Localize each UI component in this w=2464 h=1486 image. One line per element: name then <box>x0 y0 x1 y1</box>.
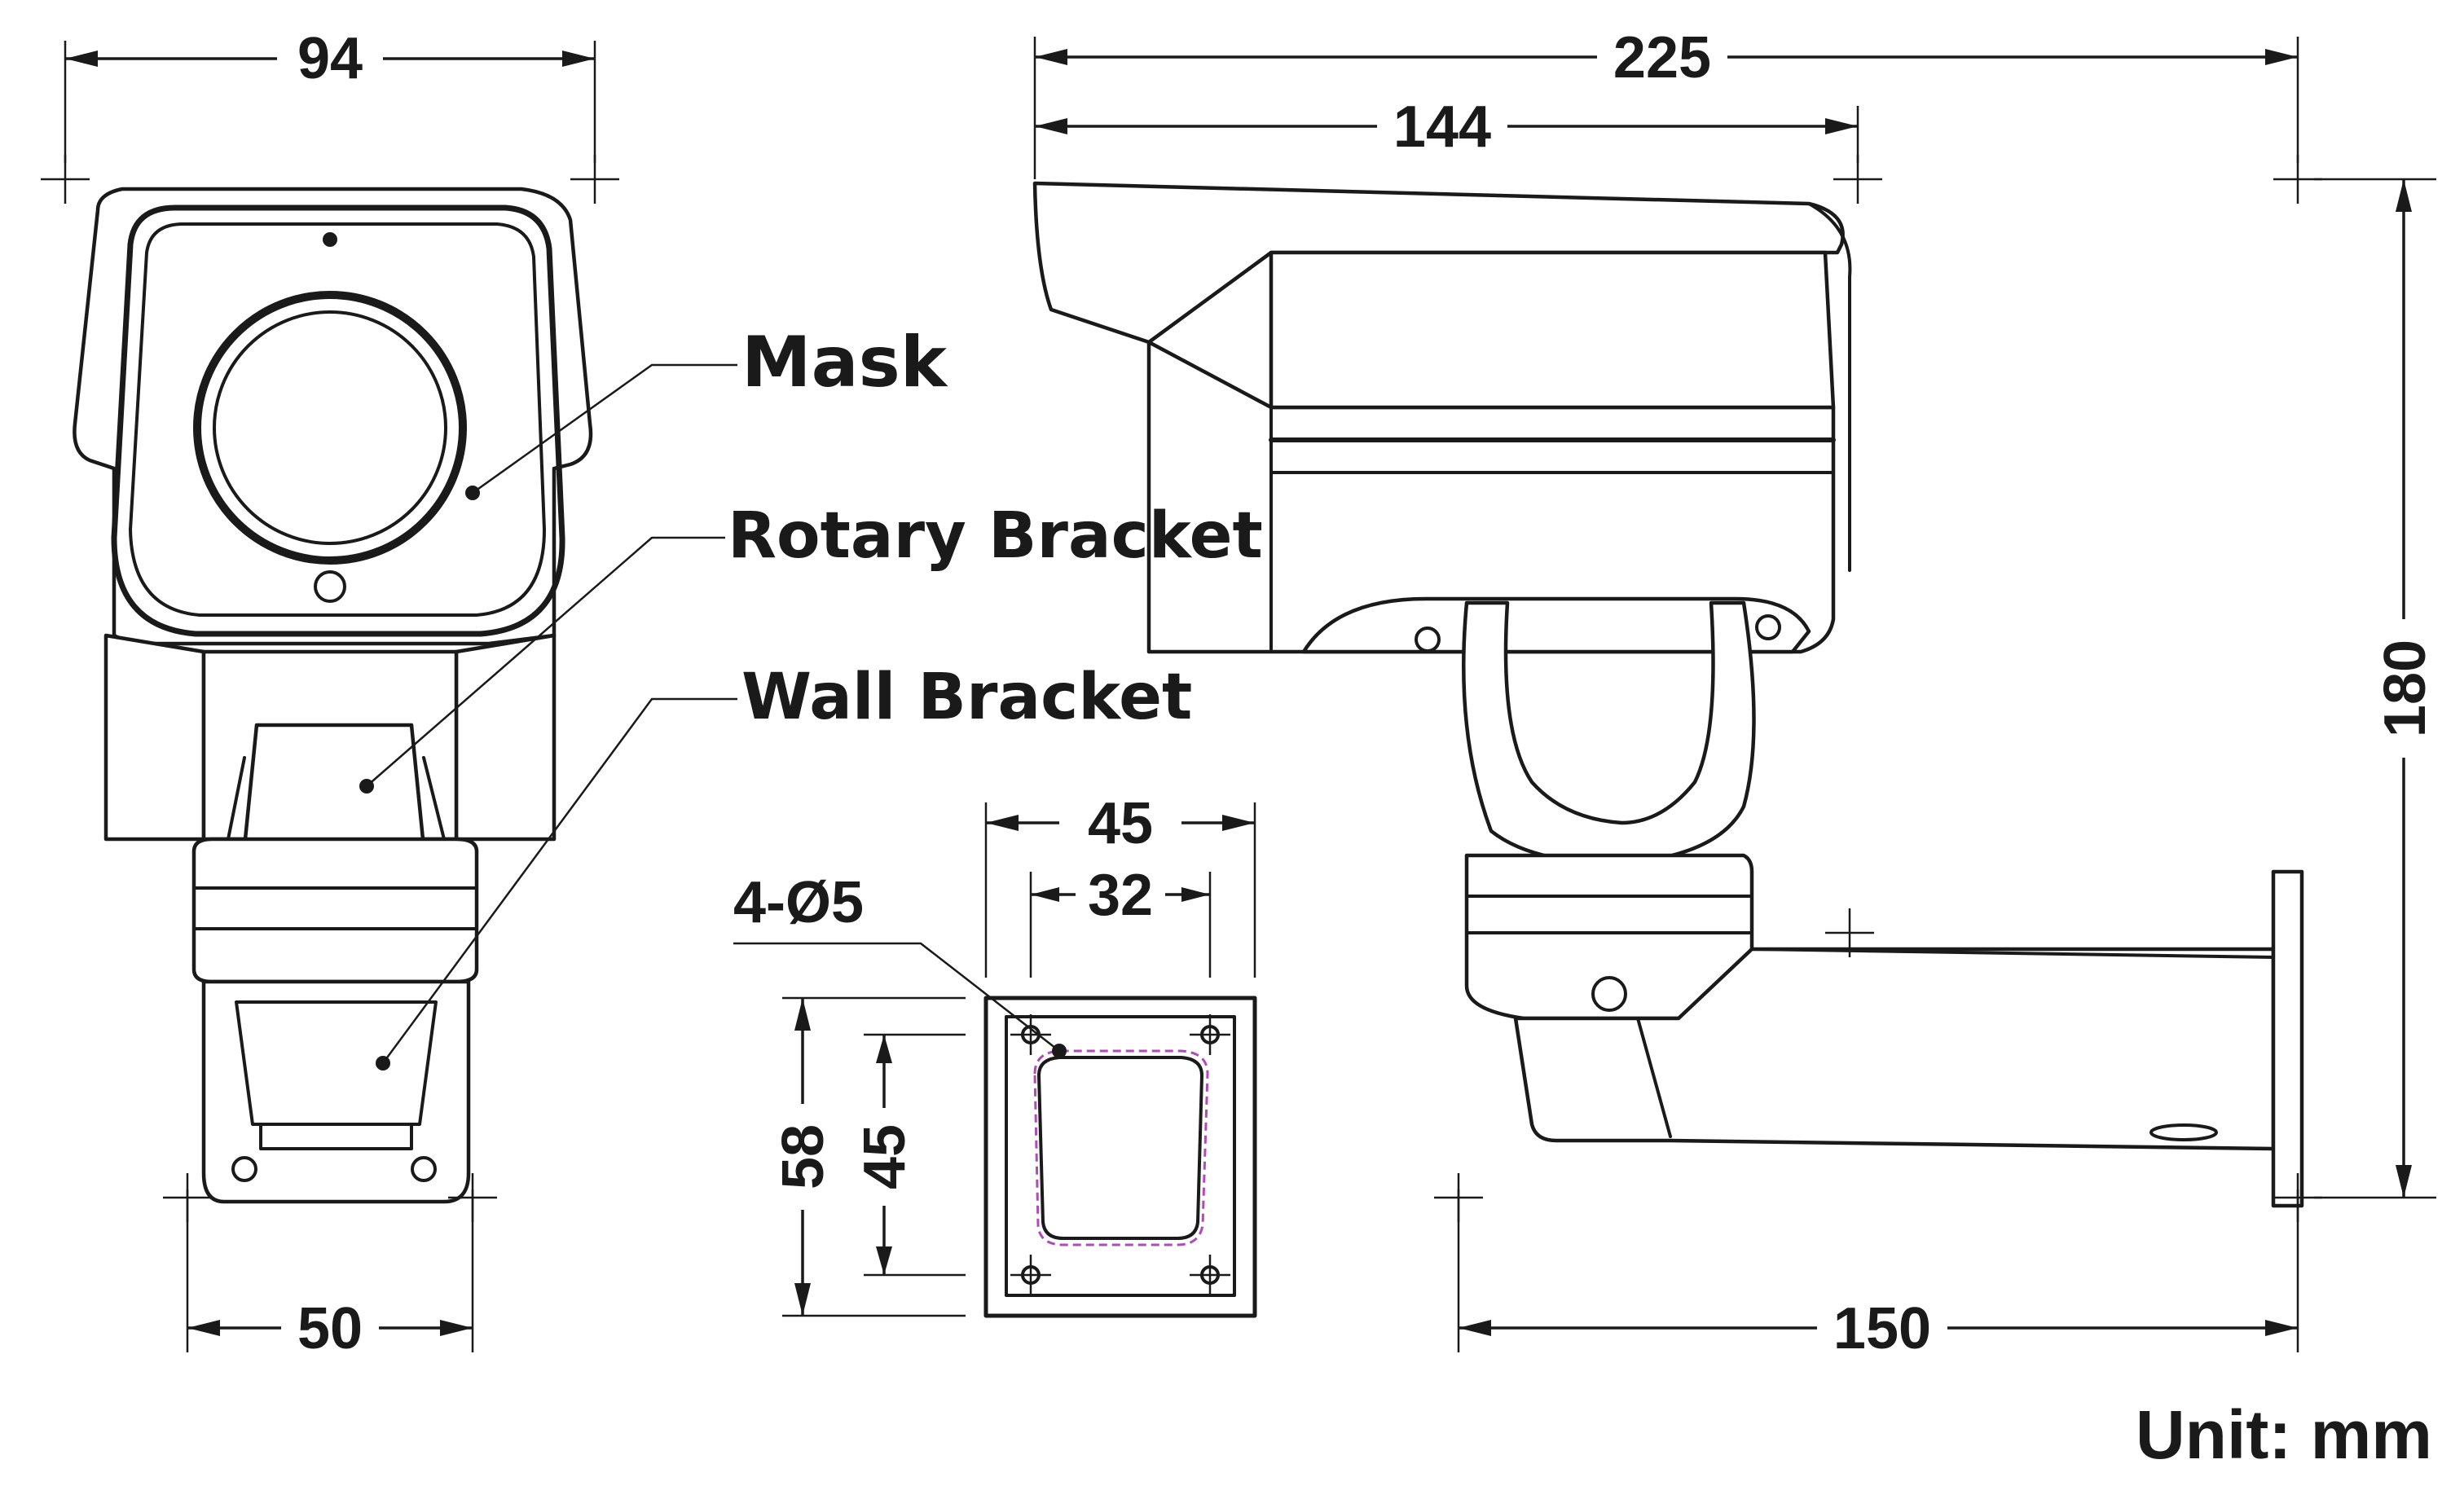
front-rotary-ring <box>191 837 479 984</box>
front-housing-face <box>111 204 565 637</box>
dim-total-length-label: 225 <box>1613 25 1711 90</box>
mounting-plate-view <box>983 996 1257 1318</box>
dim-plate-width-label: 45 <box>1088 791 1153 856</box>
dim-base-width: 50 <box>186 1189 474 1361</box>
dim-plate-width: 45 <box>984 791 1256 978</box>
front-view <box>73 187 593 1204</box>
front-sunshield <box>73 187 593 646</box>
callout-mask: Mask <box>741 322 948 403</box>
callout-plate-holes: 4-Ø5 <box>733 870 864 935</box>
dim-plate-height-label: 58 <box>771 1124 836 1189</box>
dim-front-width-label: 94 <box>297 26 363 91</box>
dim-housing-length-label: 144 <box>1393 95 1491 160</box>
callout-leaders <box>366 363 1067 1064</box>
front-lens-inner <box>213 310 447 545</box>
side-wall-bracket-arm <box>1513 947 2276 1151</box>
dim-plate-hole-spacing-y: 45 <box>852 1033 966 1277</box>
dim-total-length: 225 <box>1033 25 2299 179</box>
dim-front-width: 94 <box>64 26 596 163</box>
side-view <box>1032 181 2304 1208</box>
callout-wall-bracket: Wall Bracket <box>741 661 1192 734</box>
dim-bracket-depth-label: 150 <box>1833 1296 1931 1361</box>
front-wall-bracket <box>201 979 471 1204</box>
unit-note: Unit: mm <box>2136 1396 2432 1473</box>
front-lens-outer <box>193 291 467 565</box>
callout-rotary-bracket: Rotary Bracket <box>728 499 1263 573</box>
side-wall-plate <box>2271 869 2304 1208</box>
dim-housing-length: 144 <box>1035 95 1859 163</box>
dim-plate-hole-spacing-x: 32 <box>1029 863 1212 978</box>
dim-total-height-label: 180 <box>2373 640 2438 737</box>
front-rotary-block <box>242 723 426 850</box>
dim-plate-hole-spacing-y-label: 45 <box>852 1124 917 1189</box>
dim-base-width-label: 50 <box>297 1296 363 1361</box>
side-rotary-arms <box>1462 600 1756 866</box>
dim-plate-hole-spacing-x-label: 32 <box>1088 863 1153 928</box>
dim-bracket-depth: 150 <box>1457 1189 2299 1361</box>
dim-plate-height: 58 <box>771 996 966 1317</box>
dim-total-height: 180 <box>2314 178 2438 1199</box>
